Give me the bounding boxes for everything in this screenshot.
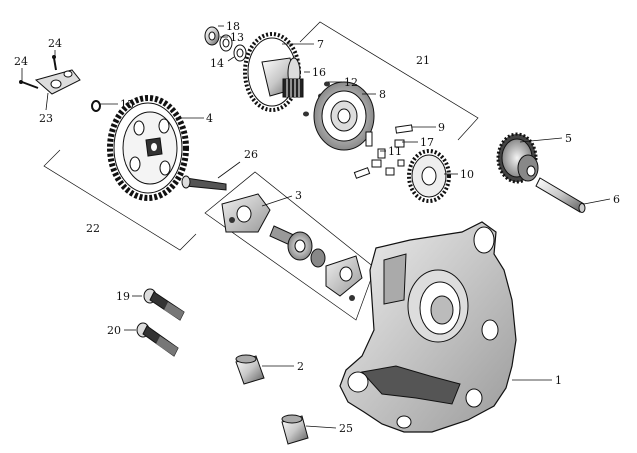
callout-6: 6 xyxy=(613,193,620,206)
large-gear-4 xyxy=(107,95,189,201)
callout-3: 3 xyxy=(295,189,302,202)
crankcase-cover-1 xyxy=(339,221,517,433)
callout-14: 14 xyxy=(210,57,224,70)
gear-5 xyxy=(496,132,539,184)
leader-lines xyxy=(21,25,611,429)
callout-16: 16 xyxy=(312,66,326,79)
callout-22: 22 xyxy=(86,222,100,235)
callout-8: 8 xyxy=(379,88,386,101)
needle-bearing-16 xyxy=(282,78,304,98)
clutch-8 xyxy=(313,81,375,151)
callout-21: 21 xyxy=(416,54,430,67)
callout-12: 12 xyxy=(344,76,358,89)
gear-10 xyxy=(407,149,451,203)
callout-13: 13 xyxy=(230,31,244,44)
spring-9 xyxy=(395,124,413,134)
shaft-6 xyxy=(535,177,586,213)
callout-5: 5 xyxy=(565,132,572,145)
callout-24b: 24 xyxy=(48,37,62,50)
callout-25: 25 xyxy=(339,422,353,435)
ring-13 xyxy=(219,34,233,52)
callout-15: 15 xyxy=(120,98,134,111)
roller-17 xyxy=(394,139,405,148)
callout-19: 19 xyxy=(116,290,130,303)
bracket-23 xyxy=(34,69,81,95)
callout-4: 4 xyxy=(206,112,213,125)
callout-24a: 24 xyxy=(14,55,28,68)
callout-7: 7 xyxy=(317,38,324,51)
driven-gear-7 xyxy=(243,32,301,112)
callout-2: 2 xyxy=(297,360,304,373)
callout-10: 10 xyxy=(460,168,474,181)
o-ring-15 xyxy=(91,100,101,112)
callout-17: 17 xyxy=(420,136,434,149)
callout-9: 9 xyxy=(438,121,445,134)
spring-11 xyxy=(353,131,405,179)
callout-1: 1 xyxy=(555,374,562,387)
callout-18: 18 xyxy=(226,20,240,33)
callout-11: 11 xyxy=(388,145,402,158)
screw-24a xyxy=(19,80,39,89)
callout-20: 20 xyxy=(107,324,121,337)
callout-26: 26 xyxy=(244,148,258,161)
bushing-2 xyxy=(235,354,265,385)
bearing-18 xyxy=(204,26,220,46)
screw-24b xyxy=(52,55,57,71)
bolt-19 xyxy=(143,288,185,321)
bracket-group-21 xyxy=(299,21,479,141)
oil-pump-3 xyxy=(221,193,363,301)
bushing-25 xyxy=(281,414,309,445)
bolt-26 xyxy=(181,175,227,191)
bolt-20 xyxy=(136,322,179,357)
bracket-group-22 xyxy=(43,149,197,251)
callout-labels: 1 2 3 4 5 6 7 8 9 10 11 12 13 14 15 16 1… xyxy=(14,20,620,435)
washer-14 xyxy=(233,44,247,62)
callout-23: 23 xyxy=(39,112,53,125)
